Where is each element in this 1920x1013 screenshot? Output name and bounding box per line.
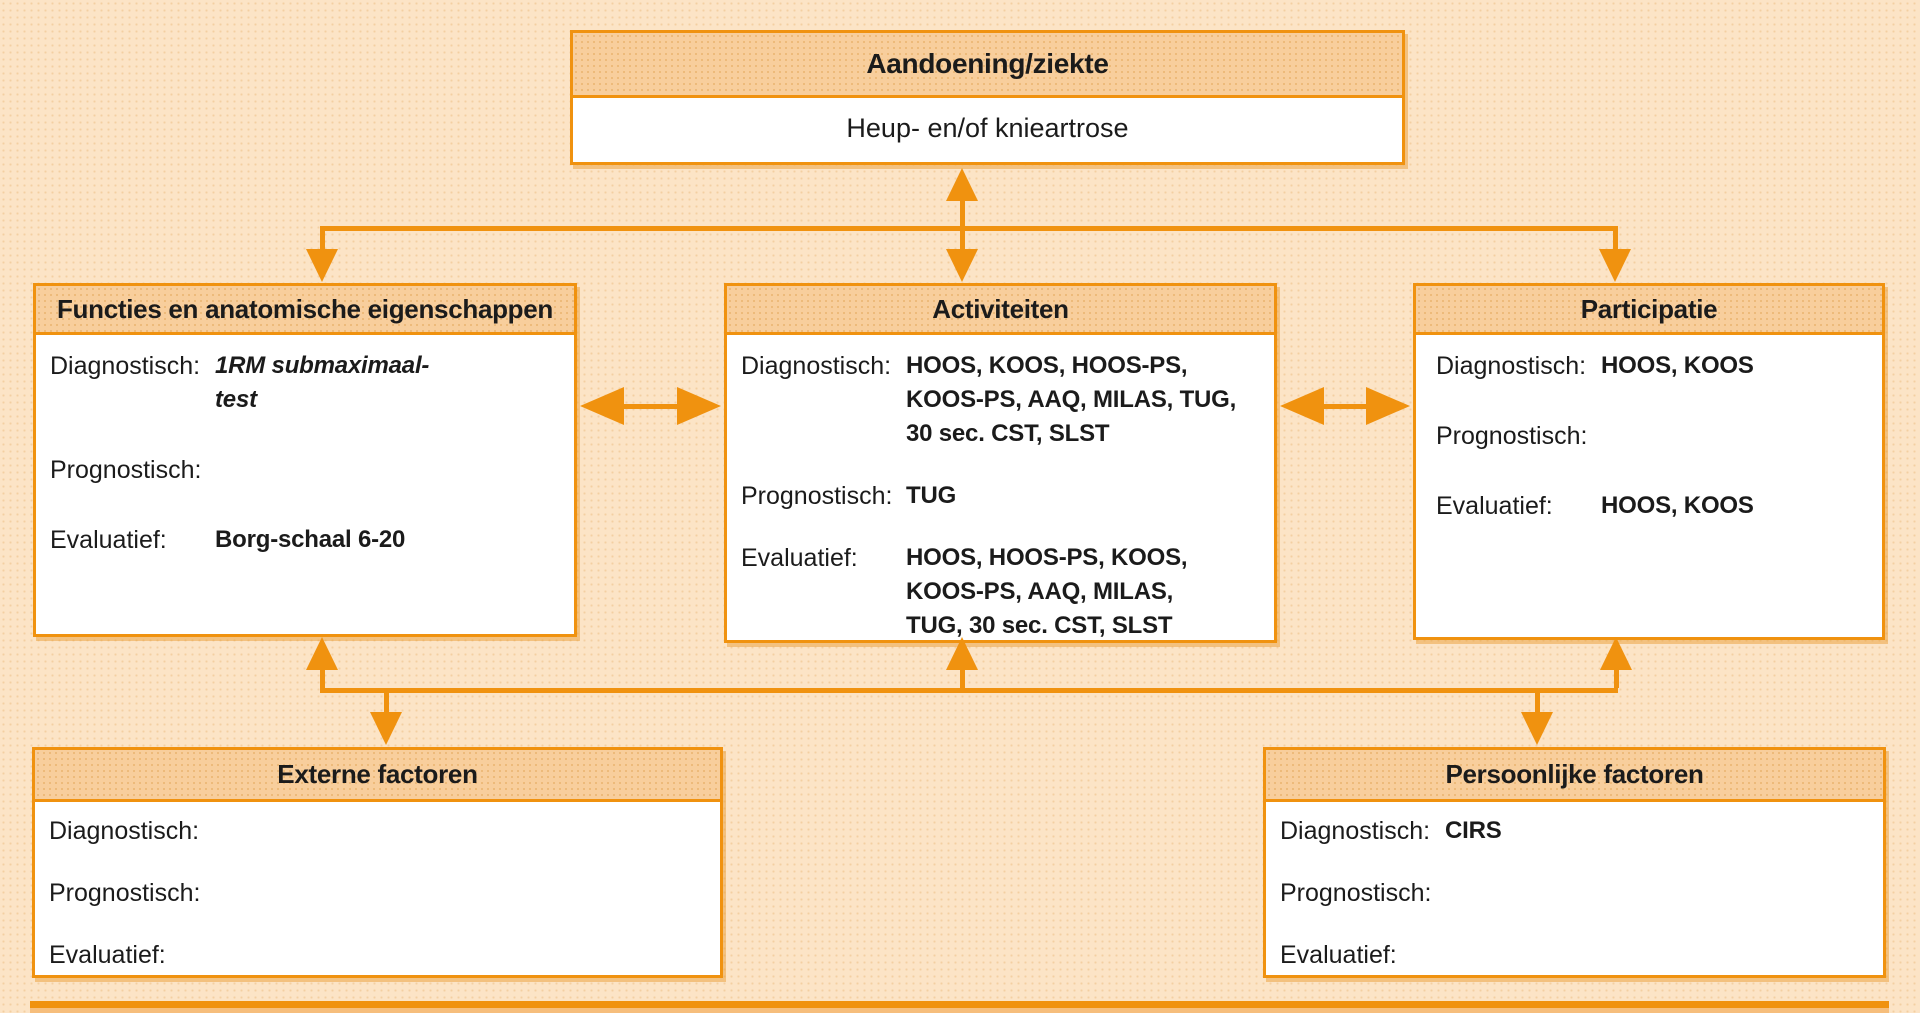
arrow-functies-activiteiten-west-head (580, 387, 624, 425)
row-value: HOOS, KOOS (1601, 352, 1754, 379)
activiteiten-row-evaluatief: Evaluatief: HOOS, HOOS-PS, KOOS, KOOS-PS… (741, 541, 1264, 643)
aandoening-box-body: Heup- en/of knieartrose (846, 113, 1129, 143)
participatie-row-evaluatief: Evaluatief: HOOS, KOOS (1436, 489, 1872, 523)
connector-drop-left-head (306, 249, 338, 282)
persoonlijke-box-body: Diagnostisch: CIRS Prognostisch: Evaluat… (1266, 802, 1883, 972)
persoonlijke-row-evaluatief: Evaluatief: (1280, 938, 1873, 972)
functies-box-header: Functies en anatomische eigenschappen (36, 286, 574, 335)
bottom-divider-bar (30, 1001, 1889, 1013)
externe-box: Externe factoren Diagnostisch: Prognosti… (32, 747, 723, 978)
arrow-top-center-line (960, 196, 965, 254)
arrow-top-center-down-head (946, 249, 978, 282)
row-value: HOOS, HOOS-PS, KOOS, KOOS-PS, AAQ, MILAS… (906, 544, 1188, 639)
functies-box-body: Diagnostisch: 1RM submaximaal- test Prog… (36, 335, 574, 557)
activiteiten-box-body: Diagnostisch: HOOS, KOOS, HOOS-PS, KOOS-… (727, 335, 1274, 643)
arrow-externe-line (384, 690, 389, 714)
persoonlijke-box-header: Persoonlijke factoren (1266, 750, 1883, 802)
externe-box-header: Externe factoren (35, 750, 720, 802)
persoonlijke-row-prognostisch: Prognostisch: (1280, 876, 1873, 910)
arrow-bottom-up-left-head (306, 637, 338, 670)
arrow-bottom-up-center-head (946, 637, 978, 670)
row-value: HOOS, KOOS, HOOS-PS, KOOS-PS, AAQ, MILAS… (906, 352, 1237, 447)
participatie-box: Participatie Diagnostisch: HOOS, KOOS Pr… (1413, 283, 1885, 640)
functies-box: Functies en anatomische eigenschappen Di… (33, 283, 577, 637)
connector-top-horizontal (320, 226, 1618, 231)
row-label: Prognostisch: (1280, 879, 1432, 907)
arrow-bottom-up-right-head (1600, 637, 1632, 670)
connector-drop-right-head (1599, 249, 1631, 282)
arrow-activiteiten-participatie-west-head (1280, 387, 1324, 425)
arrow-bottom-up-left-line (320, 668, 325, 688)
aandoening-box-header: Aandoening/ziekte (573, 33, 1402, 98)
activiteiten-box-header: Activiteiten (727, 286, 1274, 335)
arrow-bottom-up-right-line (1614, 668, 1619, 688)
activiteiten-row-prognostisch: Prognostisch: TUG (741, 479, 1264, 513)
arrow-functies-activiteiten-line (615, 404, 685, 409)
row-label: Evaluatief: (50, 526, 167, 554)
row-label: Prognostisch: (741, 482, 893, 510)
row-label: Diagnostisch: (49, 817, 200, 845)
functies-row-prognostisch: Prognostisch: (50, 453, 564, 487)
externe-row-diagnostisch: Diagnostisch: (49, 814, 710, 848)
activiteiten-box: Activiteiten Diagnostisch: HOOS, KOOS, H… (724, 283, 1277, 643)
row-label: Evaluatief: (49, 941, 166, 969)
row-value: TUG (906, 482, 957, 509)
connector-drop-right-line (1613, 226, 1618, 254)
participatie-row-diagnostisch: Diagnostisch: HOOS, KOOS (1436, 349, 1872, 383)
participatie-box-body: Diagnostisch: HOOS, KOOS Prognostisch: E… (1416, 335, 1882, 523)
connector-bottom-horizontal (320, 688, 1618, 693)
functies-row-diagnostisch: Diagnostisch: 1RM submaximaal- test (50, 349, 564, 417)
arrow-persoonlijke-head (1521, 712, 1553, 745)
row-label: Prognostisch: (1436, 422, 1588, 450)
activiteiten-row-diagnostisch: Diagnostisch: HOOS, KOOS, HOOS-PS, KOOS-… (741, 349, 1264, 451)
functies-row-evaluatief: Evaluatief: Borg-schaal 6-20 (50, 523, 564, 557)
row-value: CIRS (1445, 817, 1502, 844)
row-label: Evaluatief: (1436, 492, 1553, 520)
arrow-persoonlijke-line (1535, 690, 1540, 714)
row-value: 1RM submaximaal- test (215, 352, 430, 413)
persoonlijke-box: Persoonlijke factoren Diagnostisch: CIRS… (1263, 747, 1886, 978)
arrow-activiteiten-participatie-line (1317, 404, 1373, 409)
persoonlijke-row-diagnostisch: Diagnostisch: CIRS (1280, 814, 1873, 848)
row-label: Evaluatief: (1280, 941, 1397, 969)
arrow-externe-head (370, 712, 402, 745)
participatie-box-header: Participatie (1416, 286, 1882, 335)
aandoening-box: Aandoening/ziekte Heup- en/of knieartros… (570, 30, 1405, 165)
row-value: HOOS, KOOS (1601, 492, 1754, 519)
arrow-activiteiten-participatie-east-head (1366, 387, 1410, 425)
arrow-bottom-up-center-line (960, 668, 965, 688)
row-label: Evaluatief: (741, 544, 858, 572)
arrow-functies-activiteiten-east-head (677, 387, 721, 425)
row-label: Prognostisch: (50, 456, 202, 484)
externe-box-body: Diagnostisch: Prognostisch: Evaluatief: (35, 802, 720, 972)
externe-row-prognostisch: Prognostisch: (49, 876, 710, 910)
row-label: Diagnostisch: (50, 352, 201, 380)
row-label: Diagnostisch: (1436, 352, 1587, 380)
row-label: Diagnostisch: (1280, 817, 1431, 845)
externe-row-evaluatief: Evaluatief: (49, 938, 710, 972)
participatie-row-prognostisch: Prognostisch: (1436, 419, 1872, 453)
arrow-top-center-up-head (946, 168, 978, 201)
connector-drop-left-line (320, 226, 325, 254)
row-label: Diagnostisch: (741, 352, 892, 380)
row-value: Borg-schaal 6-20 (215, 526, 406, 553)
row-label: Prognostisch: (49, 879, 201, 907)
